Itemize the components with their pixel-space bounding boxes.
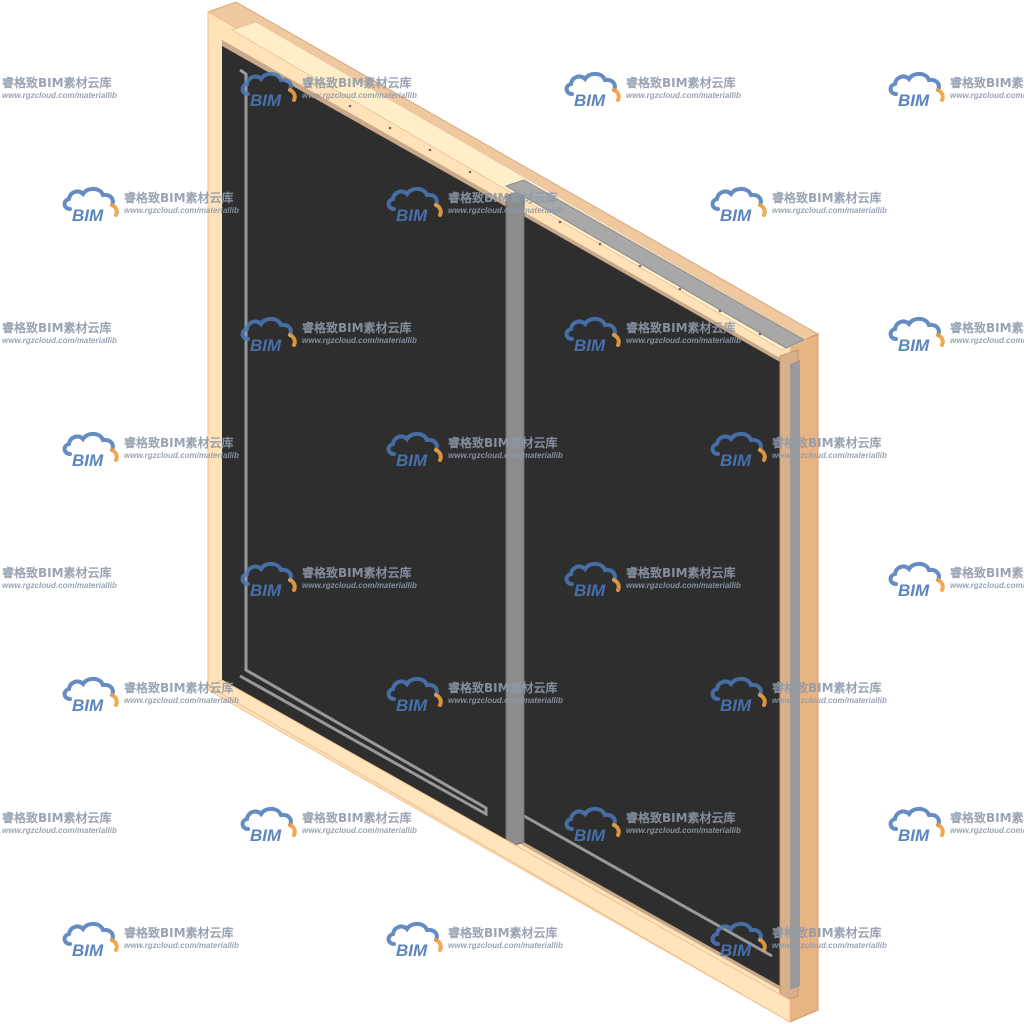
bottom-sill [206,679,791,1023]
top-rail [504,179,806,349]
left-sash-glass [222,46,512,850]
right-side-rail-inner [790,360,800,990]
right-sash-glass [520,214,780,986]
top-rail-screws [308,82,762,336]
center-mullion [505,189,525,849]
